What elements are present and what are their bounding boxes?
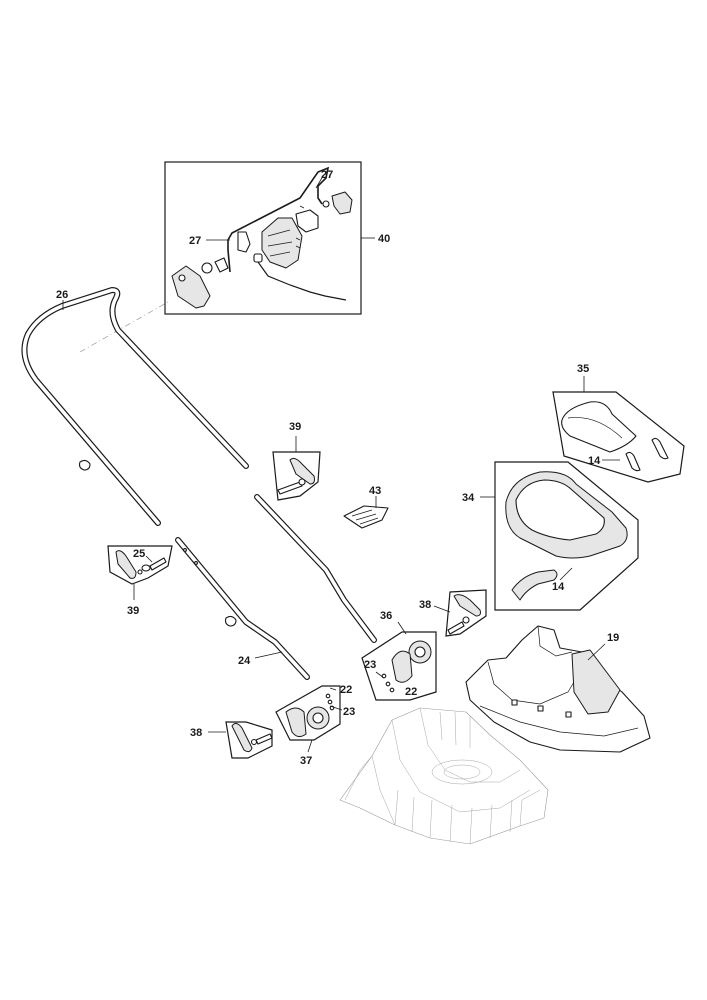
callouts: 40 27 27 26 35 14 34 14 39 43 25 39 36 3… [56,169,619,767]
callout-22-lower[interactable]: 22 [340,684,352,696]
callout-14-lower[interactable]: 14 [552,581,565,593]
callout-27-right[interactable]: 27 [321,169,333,181]
lower-handle-24 [175,494,377,680]
callout-37[interactable]: 37 [300,755,312,767]
hardware-bag-43 [343,496,389,529]
upper-handle-26 [21,287,249,526]
callout-36[interactable]: 36 [380,610,392,622]
callout-39-lower[interactable]: 39 [127,605,139,617]
callout-34[interactable]: 34 [462,492,475,504]
part-group-38-lower [208,721,273,759]
callout-22-upper[interactable]: 22 [405,686,417,698]
callout-24[interactable]: 24 [238,655,251,667]
part-group-34 [480,461,639,611]
callout-27-left[interactable]: 27 [189,235,201,247]
callout-35[interactable]: 35 [577,363,589,375]
callout-43[interactable]: 43 [369,485,381,497]
callout-23-upper[interactable]: 23 [364,659,376,671]
upper-body-cover-19 [465,625,651,753]
part-group-36 [361,621,437,701]
callout-23-lower[interactable]: 23 [343,706,355,718]
chassis-ghost [339,707,549,845]
callout-19[interactable]: 19 [607,632,619,644]
part-group-35 [552,376,685,483]
callout-39-upper[interactable]: 39 [289,421,301,433]
part-group-40 [164,161,375,315]
callout-14-upper[interactable]: 14 [588,455,601,467]
callout-38-upper[interactable]: 38 [419,599,431,611]
part-group-37 [275,685,343,753]
callout-25[interactable]: 25 [133,548,145,560]
callout-26[interactable]: 26 [56,289,68,301]
callout-38-lower[interactable]: 38 [190,727,202,739]
part-group-38-upper [433,589,487,637]
part-group-39-lower [107,545,173,600]
callout-40[interactable]: 40 [378,233,390,245]
part-group-39-upper [272,436,321,501]
alignment-dash [79,301,169,353]
